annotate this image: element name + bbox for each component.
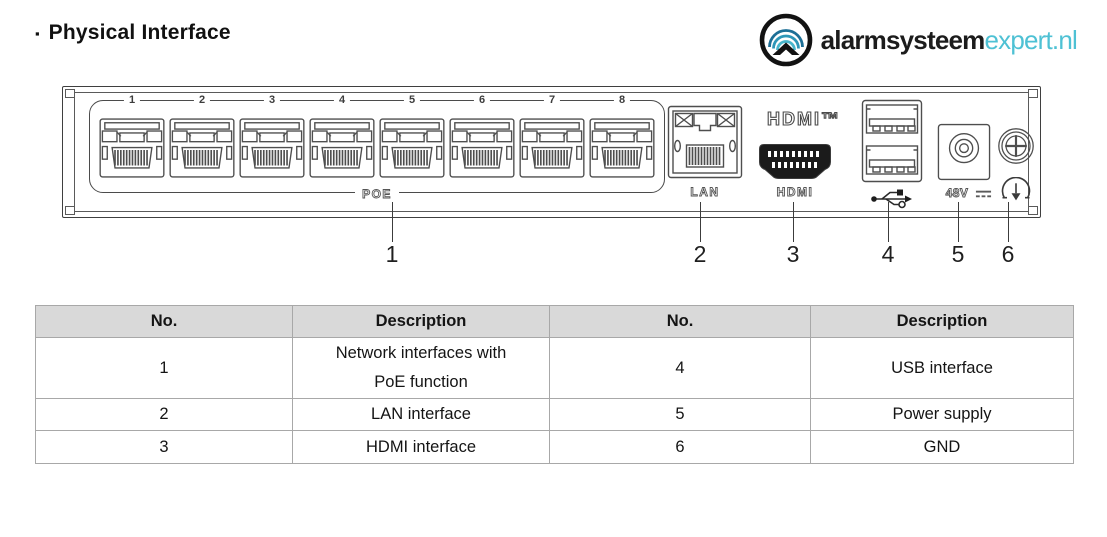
table-cell-no: 4 xyxy=(549,337,811,399)
table-header-no-right: No. xyxy=(549,305,811,338)
callout-line-1 xyxy=(392,202,393,242)
table-cell-description: GND xyxy=(810,430,1074,464)
poe-label: POE xyxy=(355,186,399,201)
interface-description-table: No. Description No. Description 1 Networ… xyxy=(35,305,1074,464)
svg-text:LAN: LAN xyxy=(690,185,719,199)
callout-line-5 xyxy=(958,202,959,242)
svg-text:48V: 48V xyxy=(946,186,969,200)
table-header-description-right: Description xyxy=(810,305,1074,338)
poe-port-icon xyxy=(519,117,585,179)
brand-logo: alarmsysteemexpert.nl xyxy=(759,12,1078,68)
dc-jack-icon xyxy=(937,123,991,181)
poe-port-icon xyxy=(169,117,235,179)
table-cell-no: 6 xyxy=(549,430,811,464)
hdmi-connector-icon xyxy=(758,143,832,183)
poe-port-number: 2 xyxy=(193,94,211,106)
chassis-left-endcap xyxy=(74,92,75,212)
poe-port-number: 7 xyxy=(543,94,561,106)
svg-text:HDMI: HDMI xyxy=(777,185,814,199)
poe-port-icon xyxy=(99,117,165,179)
table-row: 1 Network interfaces with PoE function 4… xyxy=(35,337,1074,399)
lan-port-icon xyxy=(667,105,743,179)
poe-port-icon xyxy=(309,117,375,179)
table-cell-no: 2 xyxy=(35,398,293,431)
chassis-notch xyxy=(1028,89,1038,98)
usb-ports-icon xyxy=(861,99,923,183)
callout-number-2: 2 xyxy=(693,241,707,267)
dc-symbol-icon xyxy=(975,189,992,199)
table-cell-no: 3 xyxy=(35,430,293,464)
svg-text:HDMI™: HDMI™ xyxy=(767,109,841,129)
callout-line-4 xyxy=(888,202,889,242)
callout-line-6 xyxy=(1008,202,1009,242)
table-header-row: No. Description No. Description xyxy=(35,305,1074,338)
chassis-notch xyxy=(1028,206,1038,215)
hdmi-label: HDMI xyxy=(768,184,822,199)
callout-line-2 xyxy=(700,202,701,242)
poe-port-number: 4 xyxy=(333,94,351,106)
poe-port-number: 8 xyxy=(613,94,631,106)
table-cell-no: 1 xyxy=(35,337,293,399)
power-label: 48V xyxy=(940,185,974,200)
callout-number-3: 3 xyxy=(786,241,800,267)
page-header: ▪ Physical Interface xyxy=(35,21,231,45)
svg-text:POE: POE xyxy=(362,187,392,201)
table-cell-description: HDMI interface xyxy=(292,430,550,464)
poe-port-number: 6 xyxy=(473,94,491,106)
table-row: 3 HDMI interface 6 GND xyxy=(35,430,1074,464)
table-header-no-left: No. xyxy=(35,305,293,338)
table-header-description-left: Description xyxy=(292,305,550,338)
table-cell-description: Power supply xyxy=(810,398,1074,431)
callout-number-5: 5 xyxy=(951,241,965,267)
page-title: Physical Interface xyxy=(48,21,231,44)
callout-number-4: 4 xyxy=(881,241,895,267)
logo-wifi-icon xyxy=(759,13,812,67)
device-rear-panel: 1 2 3 4 5 6 7 8 POE LAN HDMI™ HDMI 48V xyxy=(62,86,1041,218)
title-bullet: ▪ xyxy=(35,25,40,41)
poe-port-icon xyxy=(239,117,305,179)
table-cell-description: USB interface xyxy=(810,337,1074,399)
callout-number-6: 6 xyxy=(1001,241,1015,267)
gnd-symbol-icon xyxy=(998,177,1034,204)
poe-port-number: 3 xyxy=(263,94,281,106)
poe-port-icon xyxy=(589,117,655,179)
callout-line-3 xyxy=(793,202,794,242)
lan-label: LAN xyxy=(683,184,727,199)
poe-port-icon xyxy=(379,117,445,179)
callout-number-1: 1 xyxy=(385,241,399,267)
chassis-top-line xyxy=(65,92,1038,93)
chassis-bottom-line xyxy=(65,211,1038,212)
table-cell-no: 5 xyxy=(549,398,811,431)
table-cell-description: Network interfaces with PoE function xyxy=(292,337,550,399)
chassis-notch xyxy=(65,206,75,215)
hdmi-logo: HDMI™ xyxy=(752,107,856,131)
usb-symbol-icon xyxy=(869,187,915,209)
table-cell-description: LAN interface xyxy=(292,398,550,431)
chassis-notch xyxy=(65,89,75,98)
poe-port-number: 1 xyxy=(123,94,141,106)
logo-text: alarmsysteemexpert.nl xyxy=(820,24,1078,56)
table-row: 2 LAN interface 5 Power supply xyxy=(35,398,1074,431)
poe-port-icon xyxy=(449,117,515,179)
logo-text-secondary: expert.nl xyxy=(984,24,1077,55)
poe-port-number: 5 xyxy=(403,94,421,106)
gnd-screw-icon xyxy=(997,127,1035,165)
logo-text-primary: alarmsysteem xyxy=(820,24,986,55)
